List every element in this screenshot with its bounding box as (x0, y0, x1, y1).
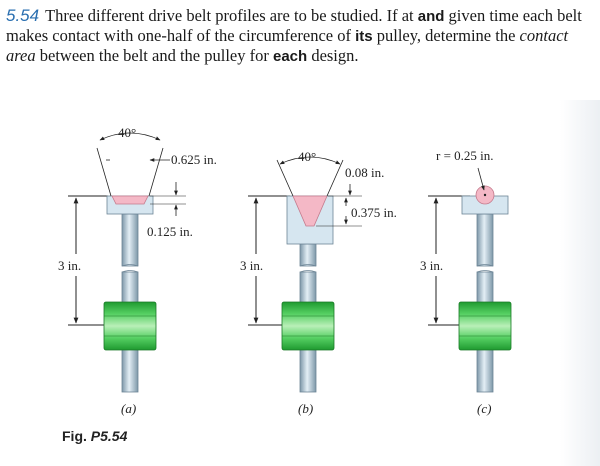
shaft-a-upper (121, 213, 139, 267)
height-label-b: 3 in. (240, 258, 263, 273)
belt-b (292, 195, 328, 227)
bottom-width-label-b: 0.08 in. (345, 165, 384, 180)
caption-label-b: (b) (298, 401, 313, 416)
problem-word-and: and (417, 8, 445, 25)
problem-text-4: between the belt and the pulley for (39, 46, 269, 65)
height-label-c: 3 in. (420, 258, 443, 273)
drive-pulley-a (103, 301, 157, 351)
problem-text-1: Three different drive belt profiles are … (45, 6, 414, 25)
belt-a (111, 195, 149, 205)
problem-text-3: pulley, determine the (376, 26, 516, 45)
caption-label-c: (c) (477, 401, 491, 416)
shaft-a-break-1 (121, 264, 139, 267)
angle-label-a: 40° (118, 125, 136, 140)
problem-number: 5.54 (6, 6, 40, 25)
assembly-c: 3 in. r = 0.25 in. (c) (420, 148, 512, 416)
drive-pulley-c (458, 301, 512, 351)
belt-c-center (483, 193, 487, 197)
angle-line-a-right (148, 147, 164, 197)
angle-arc-a (99, 132, 161, 141)
height-label-a: 3 in. (58, 258, 81, 273)
drive-pulley-b (281, 301, 335, 351)
angle-line-a-left (96, 147, 112, 197)
radius-leader-c (477, 167, 485, 191)
figure-caption-prefix: Fig. (62, 428, 87, 444)
angle-label-b: 40° (298, 149, 316, 164)
radius-label-c: r = 0.25 in. (436, 148, 494, 163)
depth-label-b: 0.375 in. (351, 205, 397, 220)
problem-word-its: its (355, 28, 373, 45)
figure-caption-id: P5.54 (90, 428, 128, 444)
angle-line-b-right (326, 159, 344, 197)
angle-line-b-left (276, 159, 294, 197)
problem-emphasis: contact area (6, 26, 569, 65)
assembly-b: 3 in. 40° 0.08 in. 0.375 in. (b) (240, 149, 397, 416)
shaft-c-break-1 (476, 264, 494, 267)
shaft-c-upper (476, 213, 494, 267)
figure-caption: Fig. P5.54 (62, 428, 127, 444)
problem-word-each: each (272, 48, 308, 65)
caption-label-a: (a) (121, 401, 136, 416)
shaft-b-break-2 (299, 270, 317, 273)
page-edge-shadow (560, 100, 600, 466)
shaft-a-break-2 (121, 270, 139, 273)
problem-text-5: design. (311, 46, 359, 65)
shaft-b-break-1 (299, 264, 317, 267)
problem-statement: 5.54 Three different drive belt profiles … (6, 6, 594, 66)
depth-label-a: 0.125 in. (147, 224, 193, 239)
angle-arc-b (279, 156, 341, 165)
top-width-label-a: 0.625 in. (171, 152, 217, 167)
assembly-a: 3 in. 40° 0.625 in. 0.125 in. (a) (58, 125, 217, 416)
shaft-c-break-2 (476, 270, 494, 273)
shaft-b-upper (299, 243, 317, 267)
problem-text-2: given time each belt makes contact with … (6, 6, 582, 45)
